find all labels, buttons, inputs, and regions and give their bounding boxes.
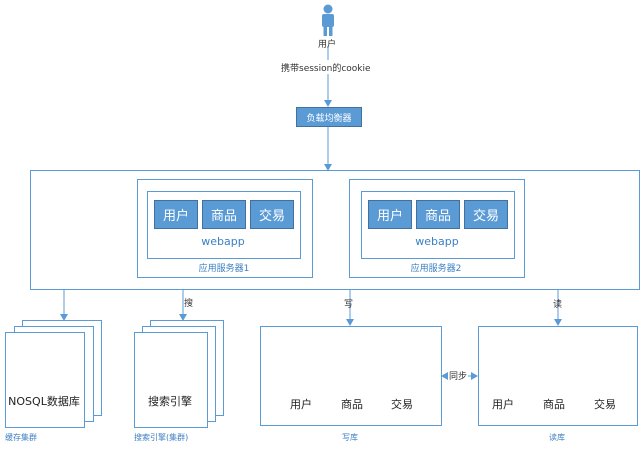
write-db-user: 用户 (290, 398, 312, 411)
webapp-label: webapp (201, 235, 245, 248)
write-db (260, 326, 442, 426)
module-trade: 交易 (250, 200, 294, 229)
read-db (478, 326, 638, 426)
edge-write-label: 写 (344, 300, 354, 310)
read-db-caption: 读库 (549, 433, 565, 442)
app-cluster (30, 170, 640, 290)
webapp-label: webapp (415, 235, 459, 248)
read-db-product: 商品 (543, 398, 565, 411)
search-cluster (134, 332, 208, 428)
cache-caption: 缓存集群 (5, 433, 37, 442)
search-caption: 搜索引擎(集群) (134, 433, 189, 442)
load-balancer: 负载均衡器 (296, 107, 362, 127)
search-label: 搜索引擎 (148, 395, 192, 408)
module-product: 商品 (202, 200, 246, 229)
edge-sync-label: 同步 (448, 369, 469, 382)
write-db-product: 商品 (341, 398, 363, 411)
cache-cluster (5, 332, 85, 428)
read-db-trade: 交易 (594, 398, 616, 411)
module-user: 用户 (368, 200, 412, 229)
edge-read-label: 读 (553, 300, 563, 310)
user-icon (322, 4, 334, 36)
edge-search-label: 搜 (184, 299, 194, 309)
module-product: 商品 (416, 200, 460, 229)
app-server-1-caption: 应用服务器1 (198, 264, 250, 274)
write-db-trade: 交易 (391, 398, 413, 411)
edge-user-lb-label: 携带session的cookie (281, 64, 371, 74)
module-user: 用户 (154, 200, 198, 229)
user-label: 用户 (318, 40, 337, 50)
read-db-user: 用户 (492, 398, 514, 411)
cache-label: NOSQL数据库 (8, 395, 80, 408)
app-server-2-caption: 应用服务器2 (410, 264, 462, 274)
write-db-caption: 写库 (342, 433, 358, 442)
module-trade: 交易 (464, 200, 508, 229)
